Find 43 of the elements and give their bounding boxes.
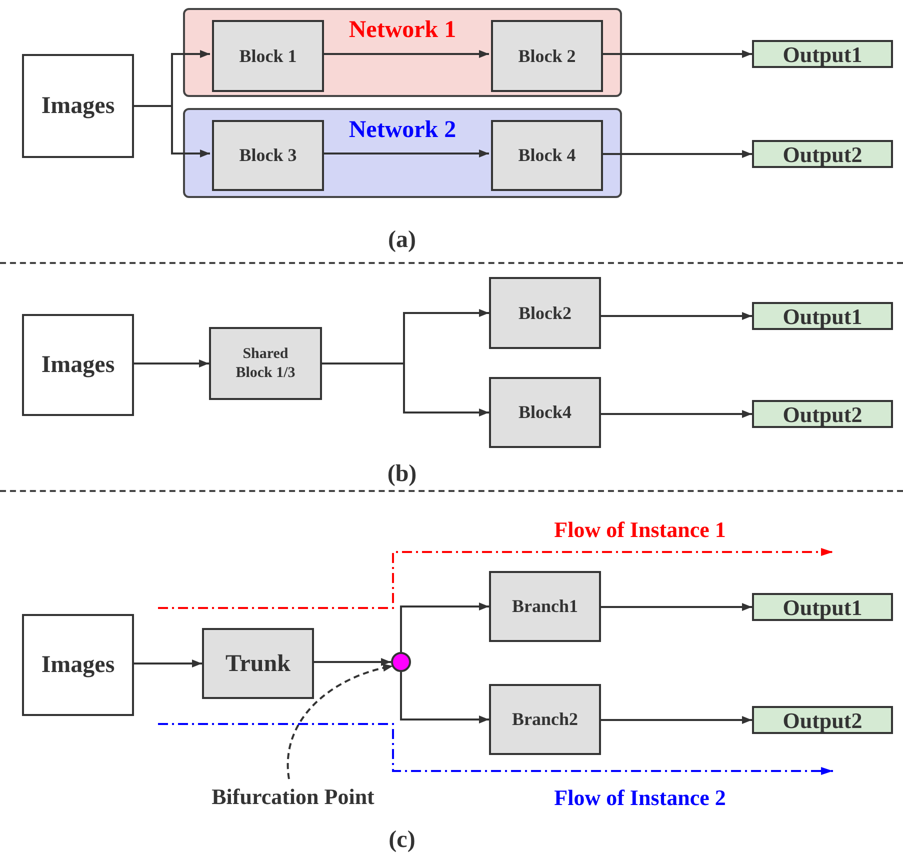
input-box: Images	[22, 614, 134, 716]
bifurcation-label: Bifurcation Point	[178, 781, 408, 811]
arrow	[134, 360, 209, 368]
network-panel: Network 2 Block 3 Block 4	[183, 108, 622, 198]
block-box: Shared Block 1/3	[209, 327, 322, 400]
output-box: Output1	[752, 593, 893, 621]
arrow	[601, 312, 752, 320]
arrow	[601, 150, 752, 158]
block-box: Branch2	[489, 684, 601, 755]
input-box: Images	[22, 54, 134, 158]
block-box: Block 3	[212, 120, 324, 191]
output-box: Output2	[752, 140, 893, 168]
output-box: Output1	[752, 40, 893, 68]
block-box: Block 4	[491, 120, 603, 191]
arrow	[601, 50, 752, 58]
block-box: Branch1	[489, 571, 601, 642]
block-box: Block4	[489, 377, 601, 448]
arrow	[400, 672, 489, 724]
arrow	[314, 658, 391, 666]
arrow	[400, 602, 489, 652]
panel-caption: (b)	[386, 460, 418, 489]
block-box: Block 2	[491, 20, 603, 92]
flow-label: Flow of Instance 2	[553, 784, 727, 812]
arrow	[322, 362, 489, 416]
block-box: Trunk	[202, 628, 314, 699]
arrow	[322, 150, 489, 158]
arrow	[601, 603, 752, 611]
arrow	[601, 410, 752, 418]
output-box: Output2	[752, 706, 893, 734]
output-box: Output2	[752, 400, 893, 428]
output-box: Output1	[752, 302, 893, 330]
arrow	[134, 660, 202, 668]
network-panel: Network 1 Block 1 Block 2	[183, 8, 622, 97]
arrow	[322, 50, 489, 58]
arrow	[601, 716, 752, 724]
block-box: Block 1	[212, 20, 324, 92]
leader-line	[286, 664, 394, 780]
block-box: Block2	[489, 277, 601, 349]
flow-label: Flow of Instance 1	[553, 516, 727, 544]
input-box: Images	[22, 314, 134, 416]
panel-caption: (a)	[387, 226, 417, 255]
panel-caption: (c)	[388, 826, 416, 855]
arrow	[134, 105, 210, 158]
